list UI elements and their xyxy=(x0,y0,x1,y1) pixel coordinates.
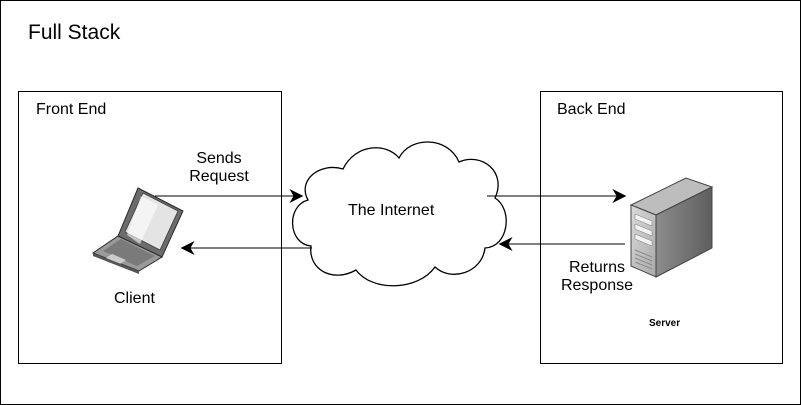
diagram-title: Full Stack xyxy=(28,21,121,44)
back-end-title: Back End xyxy=(557,101,626,118)
request-label-line1: Sends xyxy=(196,150,242,167)
server-label: Server xyxy=(649,318,681,329)
cloud-icon xyxy=(291,141,507,287)
laptop-icon xyxy=(91,187,184,274)
request-label: Sends Request xyxy=(178,150,260,187)
front-end-title: Front End xyxy=(36,101,107,118)
response-label-line2: Response xyxy=(560,277,634,295)
front-end-box xyxy=(18,91,282,364)
request-label-line2: Request xyxy=(189,168,249,186)
internet-label: The Internet xyxy=(348,202,435,219)
server-icon xyxy=(629,177,714,278)
back-end-box xyxy=(540,91,783,364)
client-label: Client xyxy=(114,290,155,307)
response-label-line1: Returns xyxy=(568,259,626,276)
response-label: Returns Response xyxy=(553,259,641,296)
